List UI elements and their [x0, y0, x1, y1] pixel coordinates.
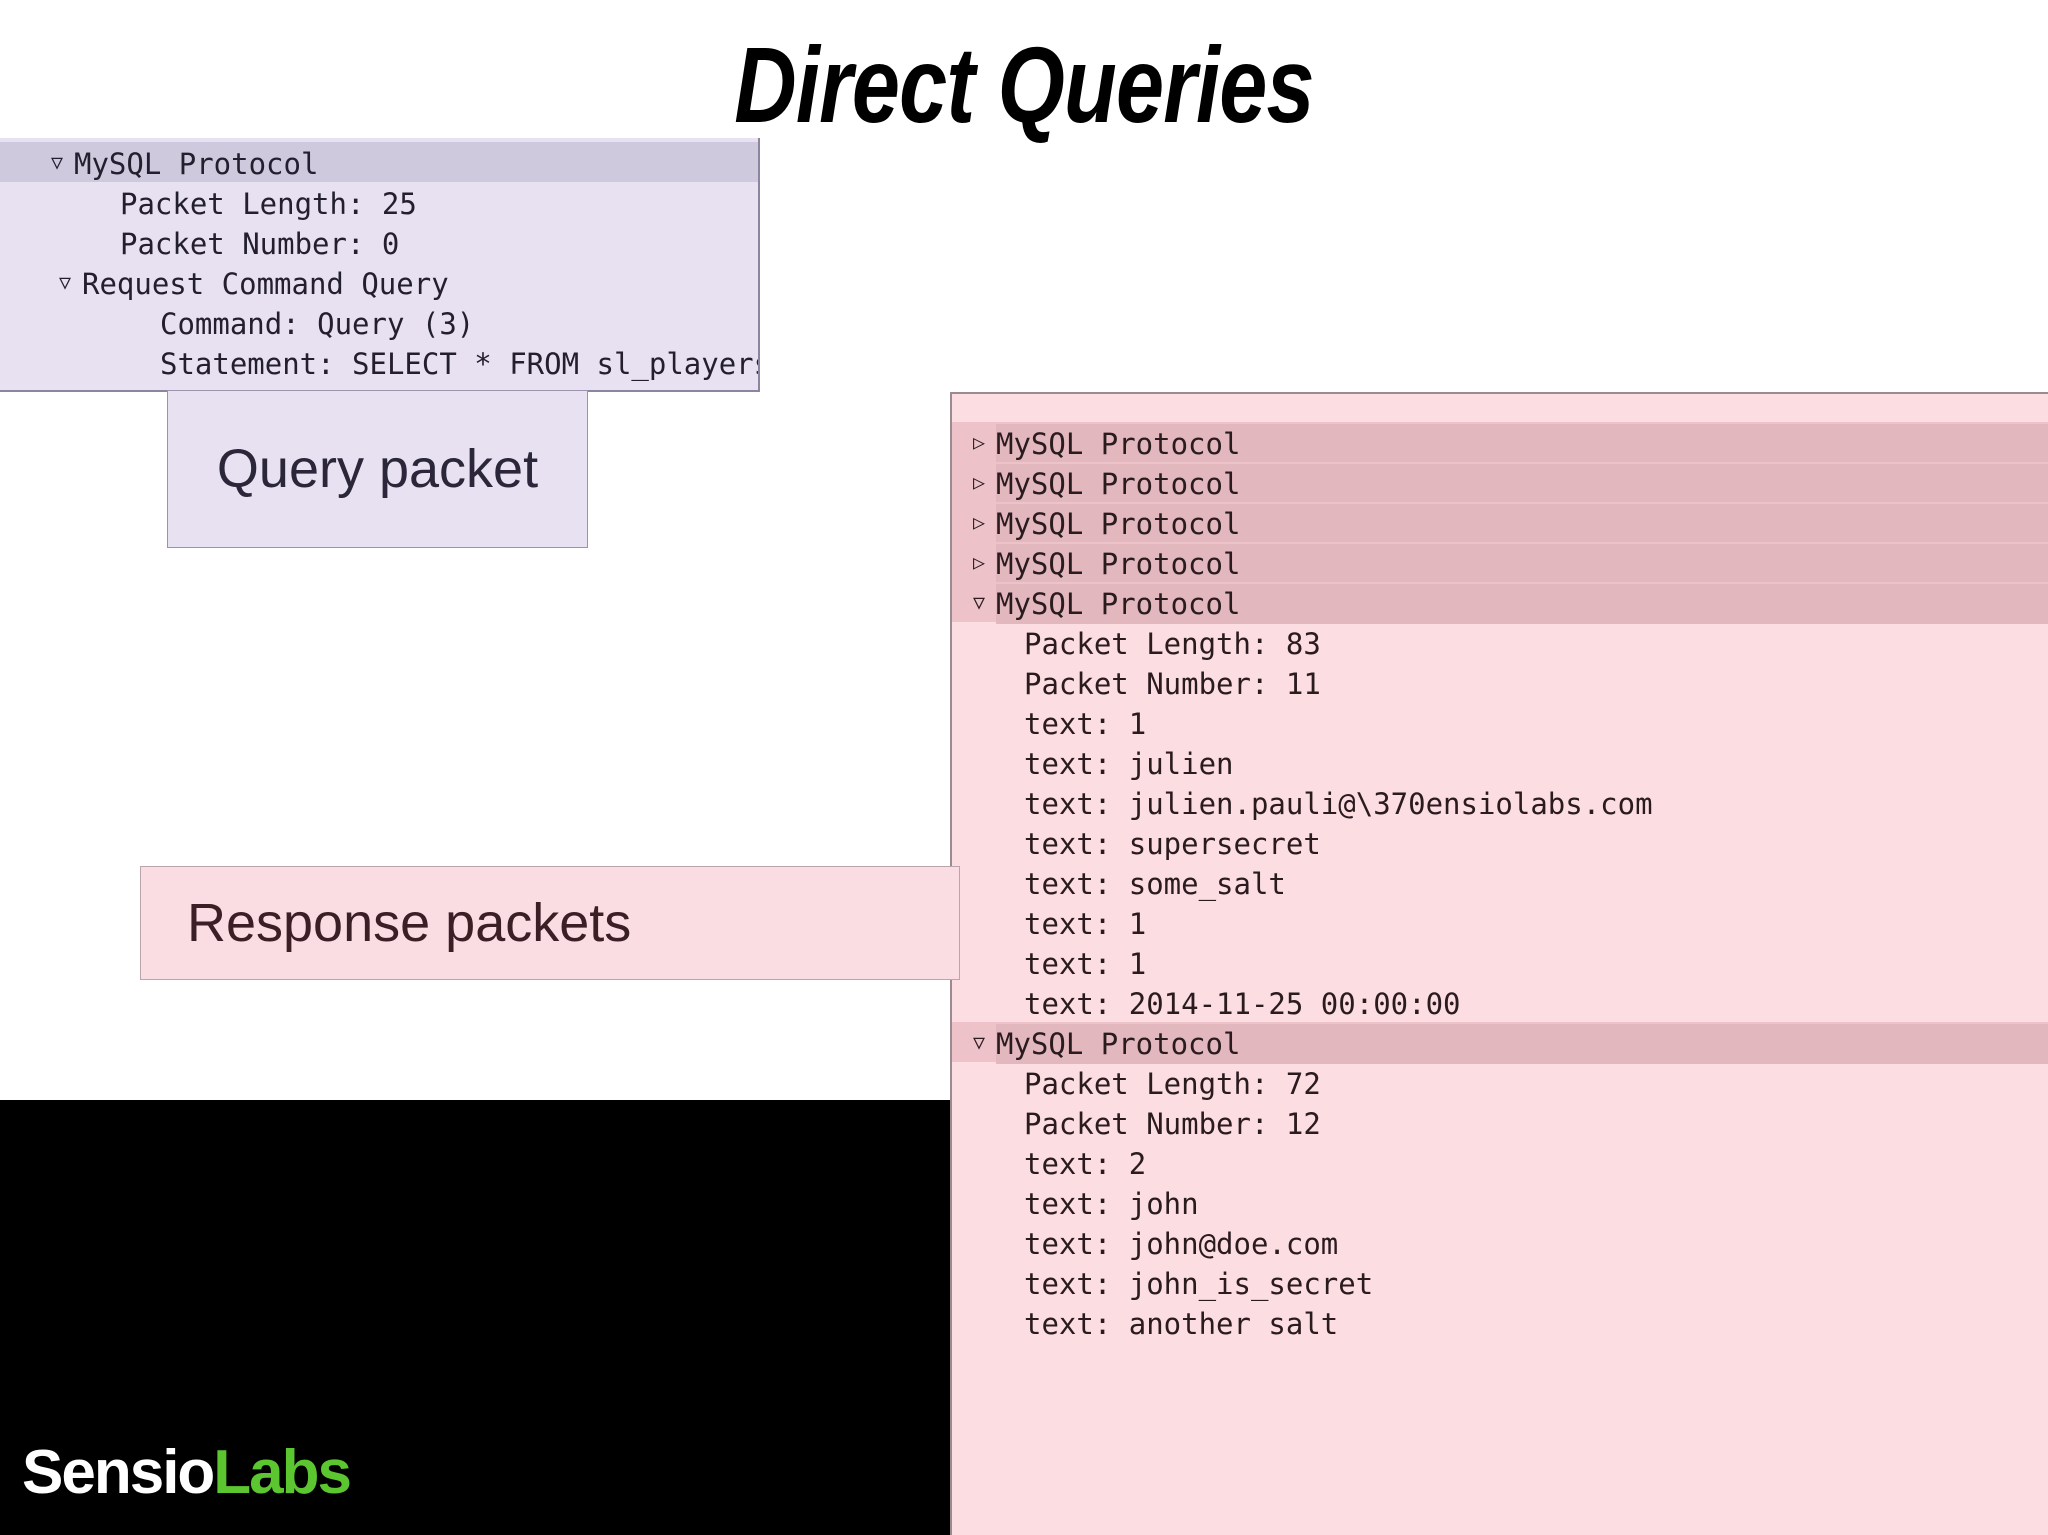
response-tree-field-row[interactable]: Packet Number: 11 [952, 662, 2048, 702]
response-tree-row-label: text: john_is_secret [1024, 1267, 1374, 1301]
response-tree-field-row[interactable]: text: 1 [952, 902, 2048, 942]
response-tree-row-label: text: 1 [1024, 707, 1147, 741]
query-tree-row-label: Packet Number: 0 [120, 227, 400, 261]
response-tree-field-row[interactable]: text: another salt [952, 1302, 2048, 1342]
response-tree-packet-row[interactable]: ▷ MySQL Protocol [952, 542, 2048, 584]
twisty-expanded-icon[interactable]: ▽ [50, 150, 64, 174]
response-tree-packet-row[interactable]: ▽ MySQL Protocol [952, 1022, 2048, 1064]
response-tree-row-label: text: john [1024, 1187, 1199, 1221]
response-tree-field-row[interactable]: text: 1 [952, 702, 2048, 742]
response-tree-row-label: Packet Length: 83 [1024, 627, 1321, 661]
logo-labs-text: Labs [213, 1438, 352, 1507]
twisty-collapsed-icon[interactable]: ▷ [972, 510, 986, 534]
query-tree-row[interactable]: Statement: SELECT * FROM sl_players [0, 342, 758, 382]
response-tree-row-label: text: julien [1024, 747, 1234, 781]
response-tree-row-label: MySQL Protocol [996, 464, 2048, 504]
response-tree-row-label: text: some_salt [1024, 867, 1286, 901]
logo-sensio-text: Sensio [22, 1438, 215, 1507]
twisty-expanded-icon[interactable]: ▽ [58, 270, 72, 294]
response-tree-row-label: text: john@doe.com [1024, 1227, 1339, 1261]
response-tree-row-label: MySQL Protocol [996, 504, 2048, 544]
response-tree-field-row[interactable]: text: john_is_secret [952, 1262, 2048, 1302]
query-tree-row-label: Command: Query (3) [160, 307, 475, 341]
query-tree-row-label: Request Command Query [82, 267, 449, 301]
twisty-expanded-icon[interactable]: ▽ [972, 1030, 986, 1054]
response-tree-row-label: text: julien.pauli@\370ensiolabs.com [1024, 787, 1653, 821]
response-tree-row-label: text: 2 [1024, 1147, 1147, 1181]
twisty-collapsed-icon[interactable]: ▷ [972, 550, 986, 574]
response-tree-field-row[interactable]: text: julien.pauli@\370ensiolabs.com [952, 782, 2048, 822]
response-tree-field-row[interactable]: text: 1 [952, 942, 2048, 982]
response-tree-row-label: Packet Number: 11 [1024, 667, 1321, 701]
query-tree-row[interactable]: Command: Query (3) [0, 302, 758, 342]
query-tree-row[interactable]: Packet Length: 25 [0, 182, 758, 222]
footer-bar [0, 1100, 950, 1535]
response-tree-field-row[interactable]: text: supersecret [952, 822, 2048, 862]
query-tree-row-label: Statement: SELECT * FROM sl_players [160, 347, 760, 381]
response-tree-row-label: text: another salt [1024, 1307, 1339, 1341]
response-tree-field-row[interactable]: Packet Number: 12 [952, 1102, 2048, 1142]
page-title: Direct Queries [734, 24, 1314, 145]
response-tree-field-row[interactable]: text: john@doe.com [952, 1222, 2048, 1262]
response-tree-field-row[interactable]: text: some_salt [952, 862, 2048, 902]
query-tree-row[interactable]: Packet Number: 0 [0, 222, 758, 262]
query-packet-caption-label: Query packet [216, 439, 539, 499]
response-tree-field-row[interactable]: text: 2 [952, 1142, 2048, 1182]
response-tree-packet-row[interactable]: ▷ MySQL Protocol [952, 422, 2048, 464]
response-tree-row-label: Packet Number: 12 [1024, 1107, 1321, 1141]
response-tree-row-label: text: 1 [1024, 947, 1147, 981]
query-tree-row-label: Packet Length: 25 [120, 187, 417, 221]
response-packets-caption-label: Response packets [187, 893, 632, 953]
query-tree-row-label: MySQL Protocol [74, 147, 319, 181]
twisty-collapsed-icon[interactable]: ▷ [972, 470, 986, 494]
response-tree-row-label: text: supersecret [1024, 827, 1321, 861]
response-tree-row-label: MySQL Protocol [996, 584, 2048, 624]
response-tree-packet-row[interactable]: ▷ MySQL Protocol [952, 502, 2048, 544]
response-packets-tree-panel[interactable]: ▷ MySQL Protocol ▷ MySQL Protocol ▷ MySQL Pro… [950, 392, 2048, 1535]
response-tree-field-row[interactable]: text: julien [952, 742, 2048, 782]
response-tree-row-label: MySQL Protocol [996, 424, 2048, 464]
sensiolabs-logo: SensioLabs [22, 1442, 352, 1504]
response-tree-field-row[interactable]: text: john [952, 1182, 2048, 1222]
query-tree-row[interactable]: ▽ Request Command Query [0, 262, 758, 302]
response-tree-row-label: MySQL Protocol [996, 544, 2048, 584]
query-packet-caption: Query packet [167, 390, 588, 548]
response-tree-row-label: text: 2014-11-25 00:00:00 [1024, 987, 1461, 1021]
response-packets-caption: Response packets [140, 866, 960, 980]
query-tree-row[interactable]: ▽ MySQL Protocol [0, 142, 758, 182]
response-tree-row-label: text: 1 [1024, 907, 1147, 941]
response-tree-packet-row[interactable]: ▽ MySQL Protocol [952, 582, 2048, 624]
twisty-expanded-icon[interactable]: ▽ [972, 590, 986, 614]
response-tree-field-row[interactable]: Packet Length: 83 [952, 622, 2048, 662]
response-tree-row-label: MySQL Protocol [996, 1024, 2048, 1064]
twisty-collapsed-icon[interactable]: ▷ [972, 430, 986, 454]
response-tree-field-row[interactable]: Packet Length: 72 [952, 1062, 2048, 1102]
response-tree-row-label: Packet Length: 72 [1024, 1067, 1321, 1101]
response-tree-packet-row[interactable]: ▷ MySQL Protocol [952, 462, 2048, 504]
response-tree-field-row[interactable]: text: 2014-11-25 00:00:00 [952, 982, 2048, 1022]
